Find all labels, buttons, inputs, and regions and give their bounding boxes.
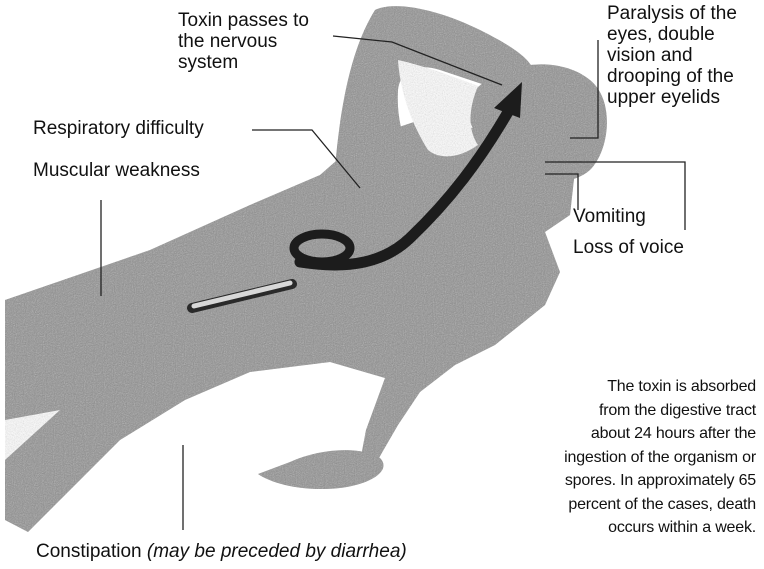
label-line: system [178,52,309,73]
fact-line: The toxin is absorbed [516,375,756,399]
label-line: Toxin passes to [178,10,309,31]
label-line: eyes, double [607,24,737,45]
hand-shape [258,450,384,489]
fact-line: percent of the cases, death [516,493,756,517]
fact-line: from the digestive tract [516,399,756,423]
constipation-text: Constipation [36,541,142,562]
fact-line: occurs within a week. [516,516,756,540]
label-vomiting: Vomiting [573,206,646,227]
label-line: vision and [607,45,737,66]
label-constipation: Constipation (may be preceded by diarrhe… [36,541,407,562]
label-line: Paralysis of the [607,3,737,24]
label-muscular-weakness: Muscular weakness [33,160,200,181]
label-loss-of-voice: Loss of voice [573,237,684,258]
label-line: upper eyelids [607,87,737,108]
fact-line: ingestion of the organism or [516,446,756,470]
label-respiratory-difficulty: Respiratory difficulty [33,118,204,139]
label-paralysis-eyes: Paralysis of the eyes, double vision and… [607,3,737,108]
fact-line: about 24 hours after the [516,422,756,446]
label-line: drooping of the [607,66,737,87]
label-toxin-nervous-system: Toxin passes to the nervous system [178,10,309,73]
label-line: the nervous [178,31,309,52]
toxin-fact-paragraph: The toxin is absorbed from the digestive… [516,375,756,540]
constipation-note: (may be preceded by diarrhea) [147,541,407,562]
fact-line: spores. In approximately 65 [516,469,756,493]
